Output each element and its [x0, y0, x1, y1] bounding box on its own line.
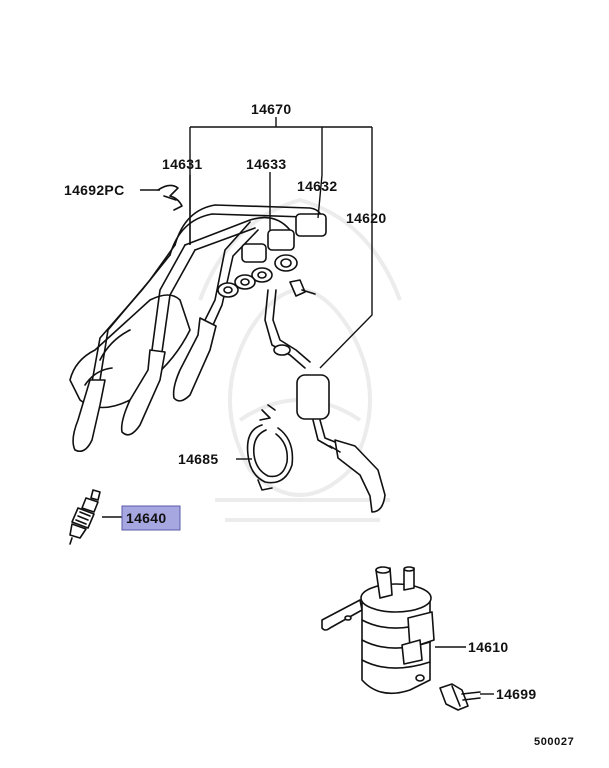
mounting-bolt — [439, 683, 481, 711]
cable-clip — [157, 184, 183, 211]
label-14670[interactable]: 14670 — [251, 101, 291, 117]
spark-plug — [69, 489, 101, 545]
ignition-cable-set — [69, 204, 386, 513]
label-14610[interactable]: 14610 — [468, 639, 508, 655]
part-labels: 14670 14631 14633 14632 14620 14692PC 14… — [64, 101, 574, 748]
diagram-code: 500027 — [534, 736, 574, 748]
label-14640[interactable]: 14640 — [126, 510, 166, 526]
gasket — [246, 404, 294, 491]
label-14685[interactable]: 14685 — [178, 451, 218, 467]
label-14632[interactable]: 14632 — [297, 178, 337, 194]
leader-lines — [102, 117, 494, 695]
label-14631[interactable]: 14631 — [162, 156, 202, 172]
highlight-14640[interactable] — [121, 505, 181, 531]
label-14692pc[interactable]: 14692PC — [64, 182, 124, 198]
label-14633[interactable]: 14633 — [246, 156, 286, 172]
label-14699[interactable]: 14699 — [496, 686, 536, 702]
label-14620[interactable]: 14620 — [346, 210, 386, 226]
ignition-coil — [321, 566, 435, 695]
